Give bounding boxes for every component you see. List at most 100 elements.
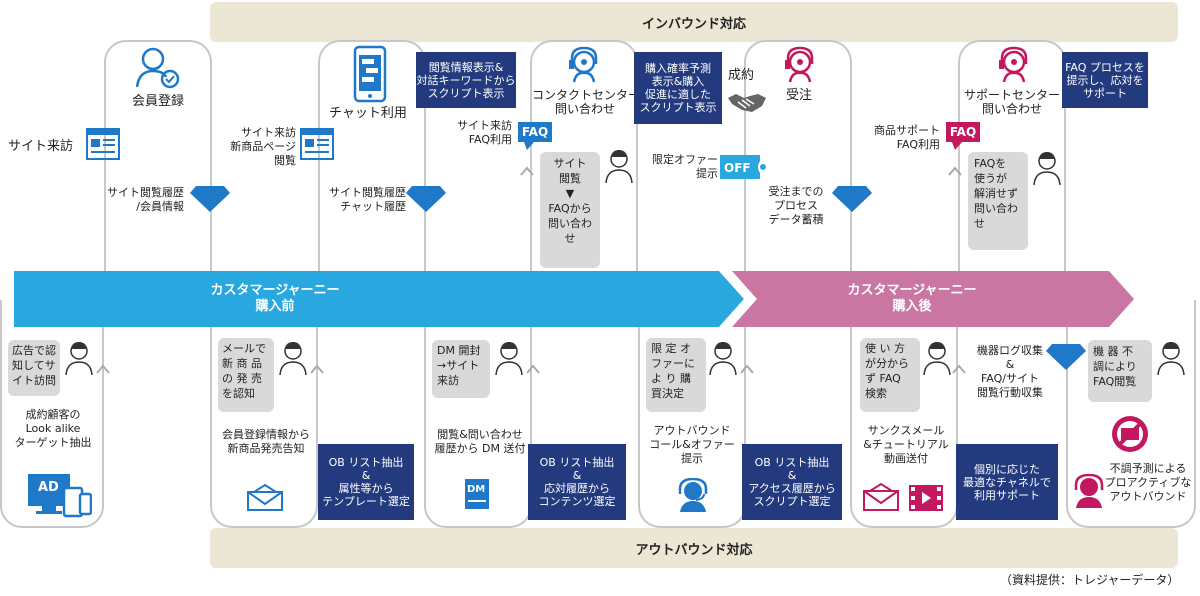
arrow-separator (719, 271, 757, 327)
grey-faq-line3: 解消せず (974, 187, 1018, 200)
faq-unresolved-box: FAQを 使うが 解消せず 問い合わ せ (968, 152, 1028, 250)
dm-booklet-icon (465, 479, 489, 509)
thanks-mail-line1: サンクスメール (867, 424, 945, 437)
lookalike-line3: ターゲット抽出 (14, 436, 92, 449)
thanks-mail-line2: &チュートリアル (863, 438, 949, 451)
dm-open-box: DM 開封 →サイト 来訪 (432, 340, 490, 398)
faq-search-line4: 検索 (865, 387, 887, 400)
faq-process-line2: 提示し、応対を (1066, 73, 1144, 87)
thanks-mail-line3: 動画送付 (884, 452, 928, 465)
headset-operator-icon (569, 46, 598, 83)
mail-notice-box: メールで 新 商 品 の 発 売 を認知 (218, 338, 274, 412)
product-support-line1: 商品サポート (874, 124, 940, 137)
rate-box-line4: スクリプト表示 (639, 101, 717, 114)
script-box-line3: スクリプト表示 (427, 86, 505, 100)
customer-person-icon-2 (1033, 152, 1061, 186)
member-user-icon (135, 47, 180, 89)
source-note: （資料提供：トレジャーデータ） (1000, 573, 1180, 587)
faq-badge-tail (524, 142, 534, 150)
mail-grey-line4: を認知 (222, 387, 255, 400)
journey-arrows (14, 271, 1134, 327)
ob2-line1: OB リスト抽出 (539, 456, 615, 469)
visit-new-line2: 新商品ページ (230, 140, 296, 153)
stage-cap-bottom-5 (850, 300, 958, 528)
chevron-up-icon-5 (526, 364, 540, 374)
outbound-call-label: アウトバウンド コール&オファー 提示 (638, 424, 746, 466)
purchase-prediction-box: 購入確率予測 表示&購入 促進に適した スクリプト表示 (634, 52, 722, 124)
faq-use-line1: サイト来訪 (457, 119, 512, 132)
limited-offer-label: 限定オファー 提示 (640, 153, 718, 181)
faq-search-line2: が分から (865, 357, 909, 370)
proactive-line2: プロアクティブな (1104, 476, 1192, 489)
headset-operator-icon-pink (785, 46, 814, 83)
no-device-prohibited-icon (1112, 416, 1148, 452)
data-diamond-icon (190, 186, 230, 212)
faq-badge-pink-tail (952, 142, 962, 150)
rate-box-line3: 促進に適した (645, 88, 711, 101)
outbound-call-line1: アウトバウンド (653, 424, 731, 437)
ad-visit-box: 広告で認 知してサ イト訪問 (8, 340, 60, 396)
ob2-line3: 応対履歴から (544, 482, 610, 495)
offer-grey-line1: 限 定 オ (651, 342, 691, 355)
grey-site-line6: せ (564, 232, 576, 245)
faq-process-line3: サポート (1083, 86, 1127, 100)
grey-faq-line2: 使うが (974, 172, 1007, 185)
product-support-label: 商品サポート FAQ利用 (852, 124, 940, 152)
customer-person-icon-6 (709, 342, 737, 376)
faq-process-box: FAQ プロセスを 提示し、応対を サポート (1062, 52, 1148, 108)
off-coupon-icon (720, 155, 766, 179)
support-center-line1: サポートセンター (963, 88, 1060, 102)
outbound-call-line3: 提示 (681, 452, 703, 465)
rate-box-line2: 表示&購入 (651, 75, 705, 88)
ad-icon-text: AD (38, 480, 59, 495)
log-collect-line2: & (1005, 358, 1015, 371)
dm-send-line1: 閲覧&問い合わせ (437, 428, 523, 441)
site-history-line2: /会員情報 (136, 200, 184, 213)
ob1-line2: & (361, 469, 371, 482)
chevron-up-icon (520, 166, 534, 176)
faq-badge-text: FAQ (521, 124, 549, 139)
ob-list-script-box: OB リスト抽出 & アクセス履歴から スクリプト選定 (742, 444, 842, 520)
inbound-title: インバウンド対応 (641, 16, 746, 32)
off-badge-text: OFF (724, 161, 751, 175)
browser-window-icon (86, 128, 120, 160)
ob3-line1: OB リスト抽出 (754, 456, 830, 469)
chevron-up-icon-2 (948, 166, 962, 176)
device-grey-line2: 調により (1093, 360, 1137, 373)
customer-person-icon-8 (1157, 342, 1185, 376)
site-history-label: サイト閲覧履歴 /会員情報 (92, 186, 184, 214)
contact-center-line2: 問い合わせ (554, 102, 615, 116)
limited-offer-purchase-box: 限 定 オ ファーに よ り 購 買決定 (646, 338, 706, 412)
mail-notice-line1: 会員登録情報から (222, 428, 310, 441)
mail-grey-line2: 新 商 品 (222, 357, 262, 370)
before-purchase-arrow (14, 271, 744, 327)
mail-notice-line2: 新商品発売告知 (227, 442, 305, 455)
chevron-up-icon-3 (96, 364, 110, 374)
journey-before-line2: 購入前 (255, 299, 295, 314)
faq-badge-pink-text: FAQ (949, 124, 977, 139)
order-process-line1: 受注までの (768, 185, 824, 198)
site-visit-label: サイト来訪 (8, 139, 74, 154)
ob3-line2: & (787, 469, 797, 482)
faq-search-box: 使 い 方 が分から ず FAQ 検索 (860, 338, 920, 412)
chevron-up-icon-4 (310, 364, 324, 374)
log-collect-label: 機器ログ収集 & FAQ/サイト 閲覧行動収集 (958, 344, 1062, 400)
contact-center-label: コンタクトセンター 問い合わせ (532, 88, 640, 116)
visit-new-product-label: サイト来訪 新商品ページ 閲覧 (216, 126, 296, 168)
faq-search-line3: ず FAQ (865, 372, 901, 385)
customer-person-icon-5 (495, 342, 523, 376)
product-support-line2: FAQ利用 (896, 138, 940, 151)
device-trouble-box: 機 器 不 調により FAQ閲覧 (1088, 340, 1152, 402)
outbound-call-line2: コール&オファー (649, 438, 735, 451)
ob3-line3: アクセス履歴から (748, 482, 836, 495)
journey-before-line1: カスタマージャーニー (210, 283, 340, 298)
after-purchase-arrow (719, 271, 1134, 327)
faq-use-line2: FAQ利用 (468, 133, 512, 146)
proactive-label: 不調予測による プロアクティブな アウトバウンド (1098, 462, 1198, 504)
support-center-label: サポートセンター 問い合わせ (960, 88, 1064, 116)
data-diamond-icon-4 (1046, 344, 1086, 370)
ob1-line1: OB リスト抽出 (328, 456, 404, 469)
chevron-up-icon-6 (740, 364, 754, 374)
individual-support-box: 個別に応じた 最適なチャネルで 利用サポート (956, 444, 1058, 520)
lookalike-line1: 成約顧客の (25, 408, 81, 421)
